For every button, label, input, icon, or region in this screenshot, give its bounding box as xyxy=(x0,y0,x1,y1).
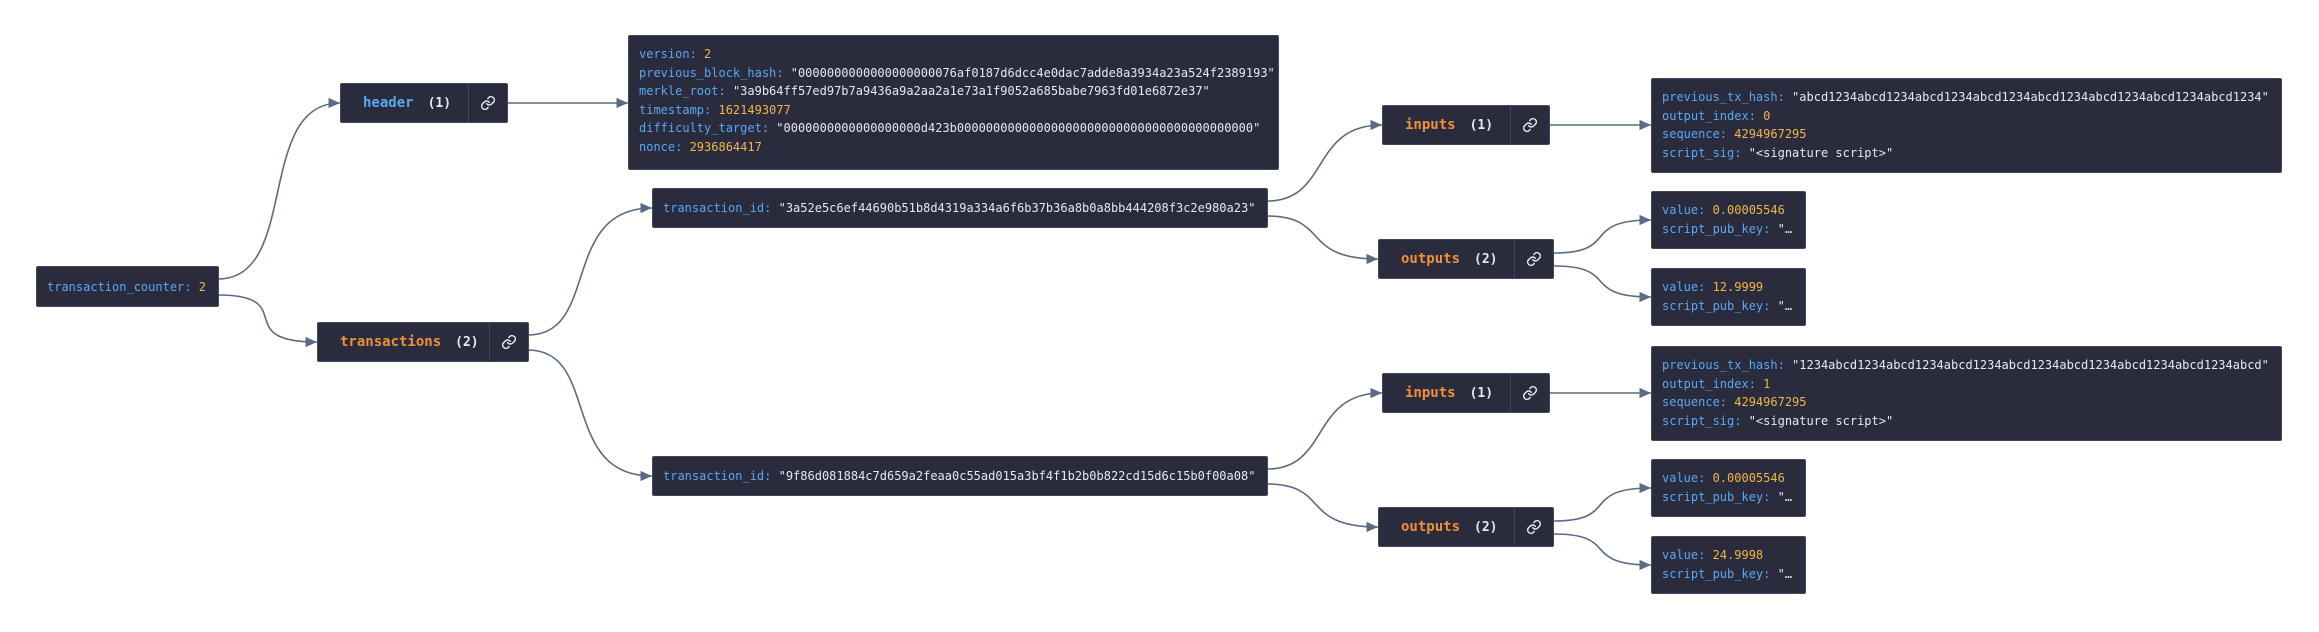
transactions-label: transactions xyxy=(340,334,442,350)
edge-root-transactions xyxy=(217,294,318,348)
header-fields-node[interactable]: version: 2 previous_block_hash: "0000000… xyxy=(628,35,1279,170)
output-fields-node[interactable]: value: 0.00005546 script_pub_key: "… xyxy=(1651,459,1806,517)
output-fields-node[interactable]: value: 0.00005546 script_pub_key: "… xyxy=(1651,191,1806,249)
transaction-counter-key: transaction_counter xyxy=(47,280,185,294)
link-icon[interactable] xyxy=(489,323,528,361)
edge-transactions-tx2 xyxy=(527,349,653,482)
header-field-row: nonce: 2936864417 xyxy=(639,139,762,154)
output-fields-node[interactable]: value: 12.9999 script_pub_key: "… xyxy=(1651,268,1806,326)
root-node[interactable]: transaction_counter: 2 xyxy=(36,266,219,307)
transactions-count: (2) xyxy=(455,334,479,350)
edge-tx2-outputs xyxy=(1266,483,1379,533)
header-group-node[interactable]: header (1) xyxy=(340,83,508,123)
edge-tx2-outputs-o1 xyxy=(1553,482,1652,522)
inputs-group-node[interactable]: inputs(1) xyxy=(1382,373,1550,413)
edge-transactions-tx1 xyxy=(527,202,653,336)
transaction-id-node[interactable]: transaction_id: "9f86d081884c7d659a2feaa… xyxy=(652,456,1268,496)
link-icon[interactable] xyxy=(1510,106,1549,144)
link-icon[interactable] xyxy=(468,84,507,122)
inputs-group-node[interactable]: inputs(1) xyxy=(1382,105,1550,145)
edge-tx1-inputs xyxy=(1266,119,1383,202)
edge-tx2-inputs xyxy=(1266,387,1383,470)
header-count: (1) xyxy=(427,95,452,111)
outputs-group-node[interactable]: outputs(2) xyxy=(1378,507,1554,547)
link-icon[interactable] xyxy=(1514,240,1553,278)
transactions-group-node[interactable]: transactions (2) xyxy=(317,322,529,362)
link-icon[interactable] xyxy=(1514,508,1553,546)
edge-root-header xyxy=(217,97,341,280)
edge-tx1-outputs-o2 xyxy=(1553,265,1652,303)
header-field-row: merkle_root: "3a9b64ff57ed97b7a9436a9a2a… xyxy=(639,84,1210,98)
transaction-counter-value: 2 xyxy=(198,280,206,294)
header-field-row: timestamp: 1621493077 xyxy=(639,102,791,117)
header-field-row: previous_block_hash: "000000000000000000… xyxy=(639,65,1275,80)
header-field-row: difficulty_target: "0000000000000000000d… xyxy=(639,121,1261,135)
edge-tx2-outputs-o2 xyxy=(1553,533,1652,571)
transaction-id-node[interactable]: transaction_id: "3a52e5c6ef44690b51b8d43… xyxy=(652,188,1268,228)
outputs-group-node[interactable]: outputs(2) xyxy=(1378,239,1554,279)
input-fields-node[interactable]: previous_tx_hash: "abcd1234abcd1234abcd1… xyxy=(1651,78,2282,173)
edge-tx1-outputs-o1 xyxy=(1553,214,1652,254)
output-fields-node[interactable]: value: 24.9998 script_pub_key: "… xyxy=(1651,536,1806,594)
edge-tx1-outputs xyxy=(1266,215,1379,265)
link-icon[interactable] xyxy=(1510,374,1549,412)
header-field-row: version: 2 xyxy=(639,47,712,61)
input-fields-node[interactable]: previous_tx_hash: "1234abcd1234abcd1234a… xyxy=(1651,346,2282,441)
header-label: header xyxy=(363,95,414,111)
